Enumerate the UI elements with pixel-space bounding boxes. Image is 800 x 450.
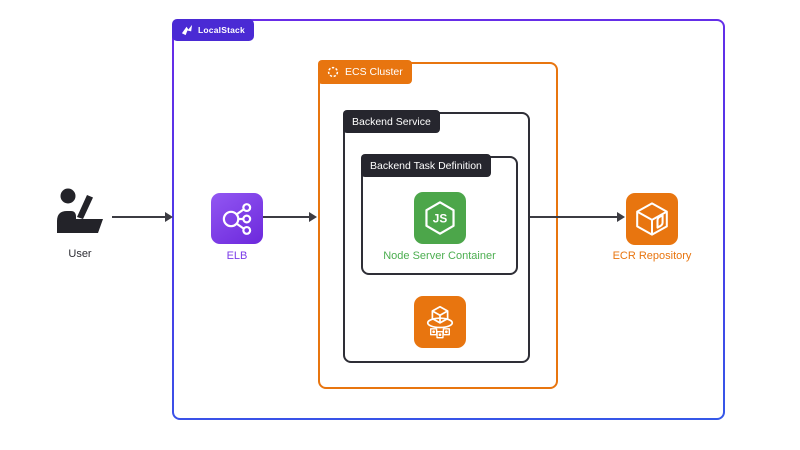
ecr-repository-card — [626, 193, 678, 245]
localstack-tab: LocalStack — [172, 19, 254, 41]
arrow-elb-to-ecs-cluster-head — [309, 212, 317, 222]
elb-card — [211, 193, 263, 244]
ecr-repository-label: ECR Repository — [612, 250, 692, 262]
localstack-tab-label: LocalStack — [198, 25, 245, 35]
arrow-user-to-elb-head — [165, 212, 173, 222]
arrow-backend-service-to-ecr-line — [530, 216, 617, 218]
arrow-elb-to-ecs-cluster-line — [263, 216, 309, 218]
ecs-cluster-ring-icon — [327, 66, 339, 78]
user-card — [56, 188, 104, 234]
arrow-user-to-elb-line — [112, 216, 165, 218]
ecs-service-card — [414, 296, 466, 348]
elb-icon — [222, 202, 252, 235]
ecs-cluster-label: ECS Cluster — [345, 66, 403, 78]
backend-task-definition-label: Backend Task Definition — [370, 159, 482, 172]
backend-service-tab: Backend Service — [343, 110, 440, 133]
ecs-cluster-box — [318, 62, 558, 389]
ecs-service-icon — [426, 305, 454, 339]
user-label: User — [68, 248, 92, 260]
nodejs-icon: JS — [425, 201, 455, 235]
ecr-repository-icon — [636, 202, 668, 236]
node-server-card: JS — [414, 192, 466, 244]
user-icon — [57, 188, 103, 233]
node-server-container-label: Node Server Container — [383, 250, 496, 262]
backend-task-definition-tab: Backend Task Definition — [361, 154, 491, 177]
arrow-backend-service-to-ecr-head — [617, 212, 625, 222]
nodejs-js-text: JS — [433, 212, 448, 226]
backend-service-label: Backend Service — [352, 115, 431, 128]
localstack-logo-icon — [181, 24, 193, 36]
elb-label: ELB — [226, 250, 248, 262]
ecs-cluster-tab: ECS Cluster — [318, 60, 412, 84]
